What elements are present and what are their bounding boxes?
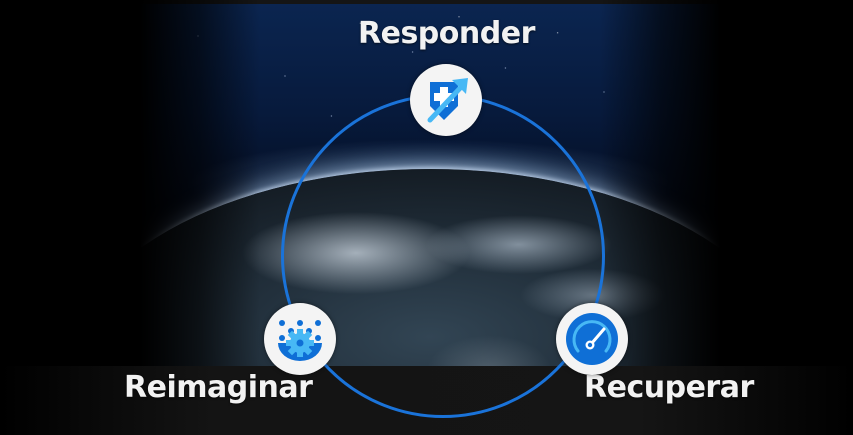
top-strip (140, 0, 720, 4)
shield-plus-arrow-icon (427, 78, 468, 123)
label-reimagine: Reimaginar (124, 370, 313, 405)
cycle-ring (281, 94, 605, 418)
label-recover: Recuperar (584, 370, 754, 405)
gauge-icon (566, 313, 618, 365)
node-respond (410, 64, 482, 136)
gear-dots-icon (278, 320, 322, 361)
image-fade-right (600, 0, 720, 366)
node-reimagine (264, 303, 336, 375)
node-recover (556, 303, 628, 375)
image-fade-left (140, 0, 260, 366)
label-respond: Responder (358, 16, 535, 51)
